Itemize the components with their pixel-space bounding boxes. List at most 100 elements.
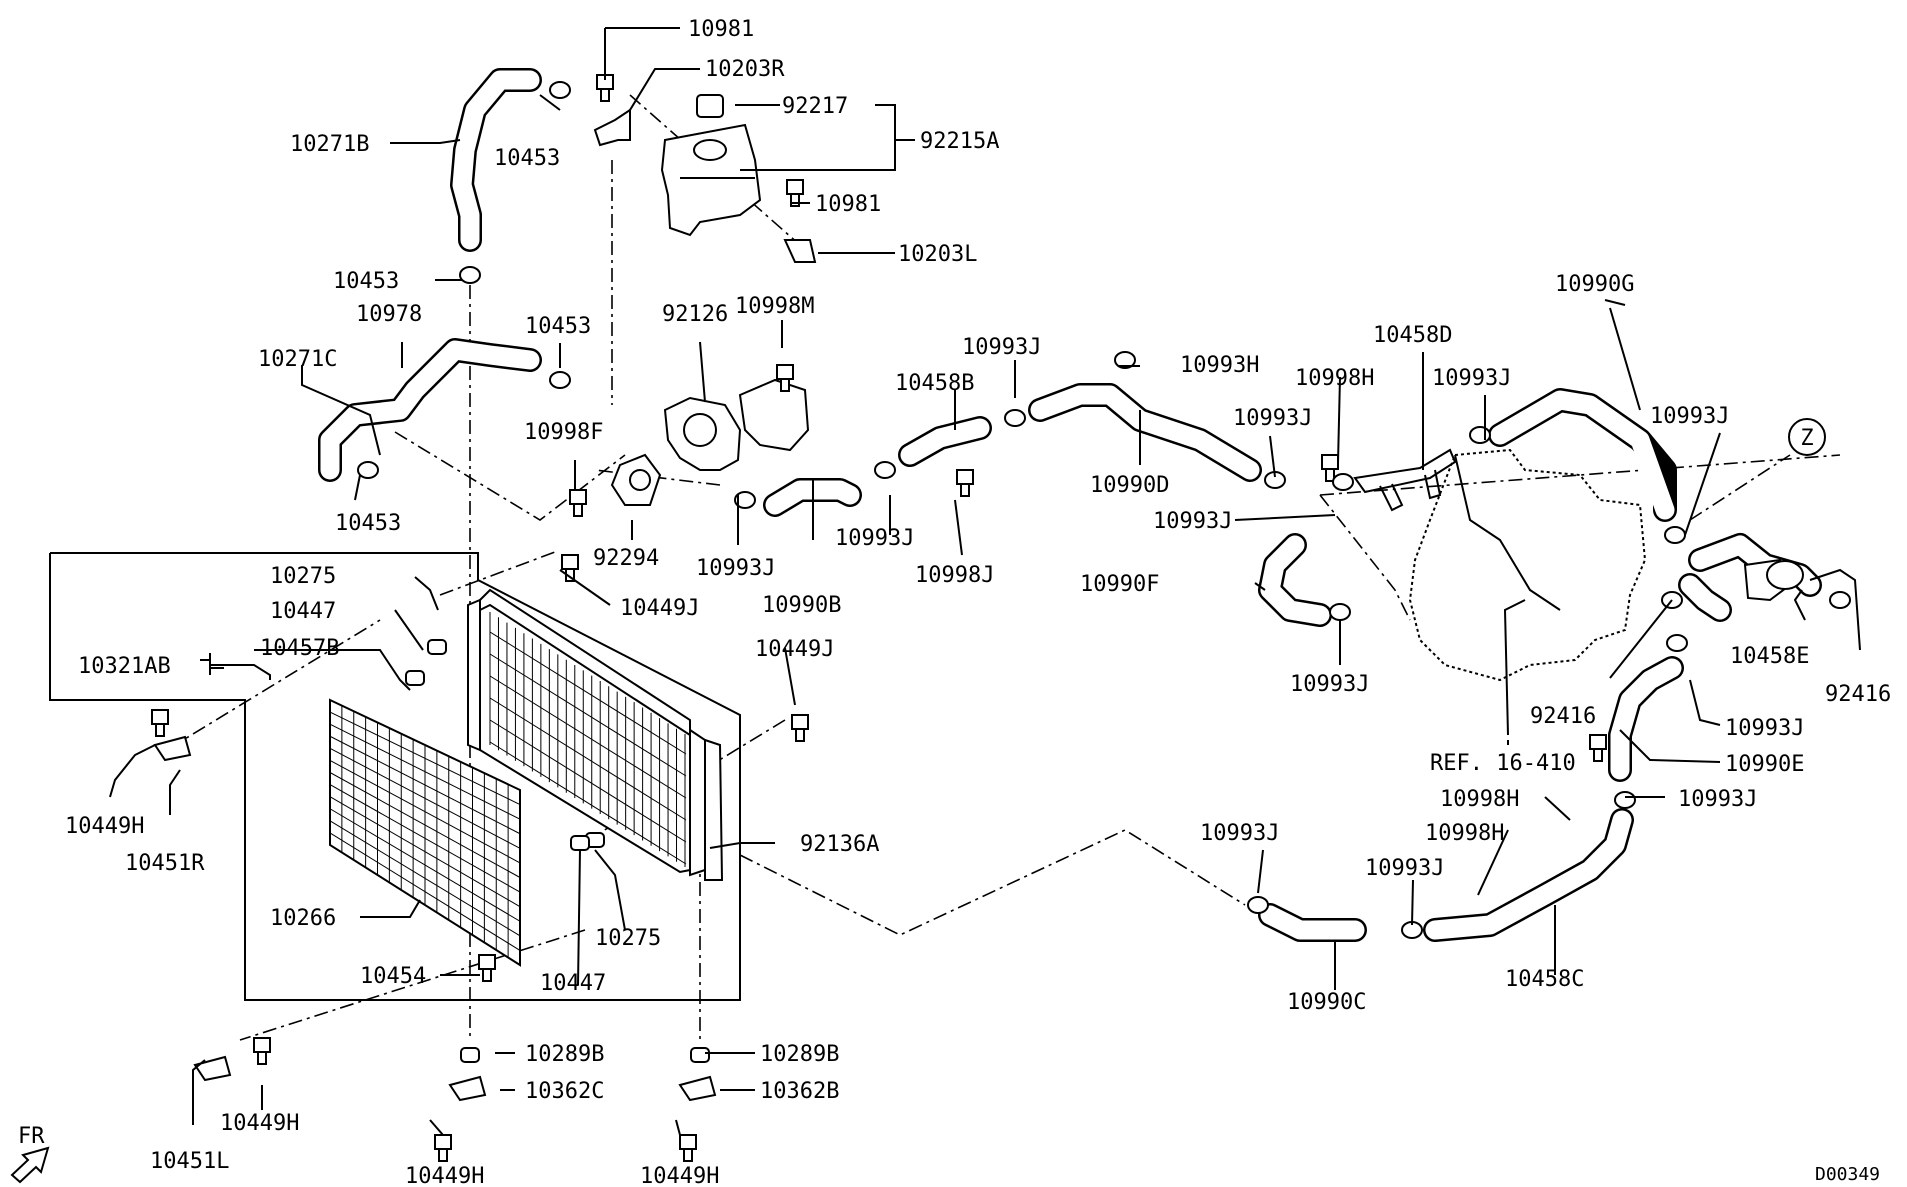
mounting-bracket — [448, 1075, 487, 1102]
callout-92294: 92294 — [593, 546, 659, 571]
condenser-tube — [329, 759, 521, 864]
bolt-shank — [795, 728, 805, 742]
hose-clamp — [1004, 409, 1026, 427]
mounting-bracket — [153, 735, 192, 762]
hose-clamp — [1614, 791, 1636, 809]
callout-10449H: 10449H — [65, 814, 144, 839]
reference-label: REF. 16-410 — [1430, 751, 1576, 776]
bolt — [791, 714, 809, 730]
bolt-shank — [1593, 748, 1603, 762]
callout-10998M: 10998M — [735, 294, 814, 319]
small-parts — [151, 74, 1851, 1162]
grommet — [427, 639, 447, 655]
callout-10451R: 10451R — [125, 851, 205, 876]
callout-10981: 10981 — [688, 17, 754, 42]
callout-10362C: 10362C — [525, 1079, 604, 1104]
leader-lines — [109, 27, 1861, 1136]
condenser-grid — [329, 705, 521, 958]
radiator-fins — [489, 612, 687, 867]
radiator-tube — [489, 631, 687, 755]
callout-10458C: 10458C — [1505, 967, 1584, 992]
front-direction-indicator: FR — [10, 1124, 50, 1184]
callout-10993J: 10993J — [835, 526, 914, 551]
grommet — [460, 1047, 480, 1063]
condenser-tube — [329, 796, 521, 908]
callout-labels: 10981 10203R 92217 92215A 10271B 10453 1… — [65, 17, 1891, 1187]
callout-10998H: 10998H — [1440, 787, 1519, 812]
callout-92126: 92126 — [662, 302, 728, 327]
callout-10453: 10453 — [525, 314, 591, 339]
callout-10990E: 10990E — [1725, 752, 1804, 777]
bolt — [434, 1134, 452, 1150]
bolt-shank — [573, 503, 583, 517]
callout-10271C: 10271C — [258, 347, 337, 372]
callout-10321AB: 10321AB — [78, 654, 171, 679]
bolt — [956, 469, 974, 485]
callout-10458B: 10458B — [895, 371, 974, 396]
detail-marker-z: Z — [1788, 418, 1826, 456]
callout-10449H: 10449H — [640, 1164, 719, 1187]
callout-92416: 92416 — [1530, 704, 1596, 729]
bolt — [561, 554, 579, 570]
callout-10993H: 10993H — [1180, 353, 1259, 378]
callout-10990C: 10990C — [1287, 990, 1366, 1015]
callout-10447: 10447 — [270, 599, 336, 624]
condenser-tube — [329, 735, 521, 835]
callout-10275: 10275 — [270, 564, 336, 589]
detail-marker-label: Z — [1800, 426, 1813, 451]
pipe-assembly-10458D — [1353, 448, 1457, 512]
hoses — [318, 68, 1822, 942]
callout-10993J: 10993J — [1678, 787, 1757, 812]
grommet — [690, 1047, 710, 1063]
bolt — [1589, 734, 1607, 750]
callout-10453: 10453 — [335, 511, 401, 536]
callout-10362B: 10362B — [760, 1079, 839, 1104]
callout-10998F: 10998F — [524, 420, 603, 445]
hose-clamp — [549, 371, 571, 389]
callout-10453: 10453 — [494, 146, 560, 171]
condenser-tube — [329, 832, 521, 951]
callout-10993J: 10993J — [1290, 672, 1369, 697]
callout-10289B: 10289B — [525, 1042, 604, 1067]
callout-10203L: 10203L — [898, 242, 977, 267]
hose-clamp — [874, 461, 896, 479]
condenser-tube — [329, 723, 521, 820]
radiator-tube — [489, 697, 687, 821]
bolt — [151, 709, 169, 725]
hose-clamp — [549, 81, 571, 99]
hose-clamp — [459, 266, 481, 284]
bolt-shank — [780, 378, 790, 392]
bolt-shank — [1325, 468, 1335, 482]
hose-clamp — [1332, 473, 1354, 491]
bolt — [776, 364, 794, 380]
hose-clamp — [734, 491, 756, 509]
callout-10993J: 10993J — [1725, 716, 1804, 741]
mounting-bracket — [193, 1055, 232, 1082]
callout-92416: 92416 — [1825, 682, 1891, 707]
bolt-shank — [438, 1148, 448, 1162]
callout-92215A: 92215A — [920, 129, 999, 154]
callout-10978: 10978 — [356, 302, 422, 327]
hose-clamp — [1469, 426, 1491, 444]
callout-10271B: 10271B — [290, 132, 369, 157]
valve-10458E — [1743, 558, 1804, 602]
bolt-shank — [683, 1148, 693, 1162]
grommet — [570, 835, 590, 851]
grommet — [405, 670, 425, 686]
callout-10449H: 10449H — [405, 1164, 484, 1187]
bolt-shank — [960, 483, 970, 497]
hose-clamp — [1666, 634, 1688, 652]
callout-10993J: 10993J — [1233, 406, 1312, 431]
callout-10457B: 10457B — [260, 636, 339, 661]
callout-92136A: 92136A — [800, 832, 879, 857]
bolt — [786, 179, 804, 195]
callout-10990B: 10990B — [762, 593, 841, 618]
callout-10990G: 10990G — [1555, 272, 1634, 297]
radiator-tube — [489, 675, 687, 799]
radiator-tube — [489, 741, 687, 865]
condenser-tube — [329, 711, 521, 806]
callout-10454: 10454 — [360, 964, 426, 989]
condenser-tube — [329, 820, 521, 937]
callout-10203R: 10203R — [705, 57, 785, 82]
condenser-tube — [329, 808, 521, 922]
